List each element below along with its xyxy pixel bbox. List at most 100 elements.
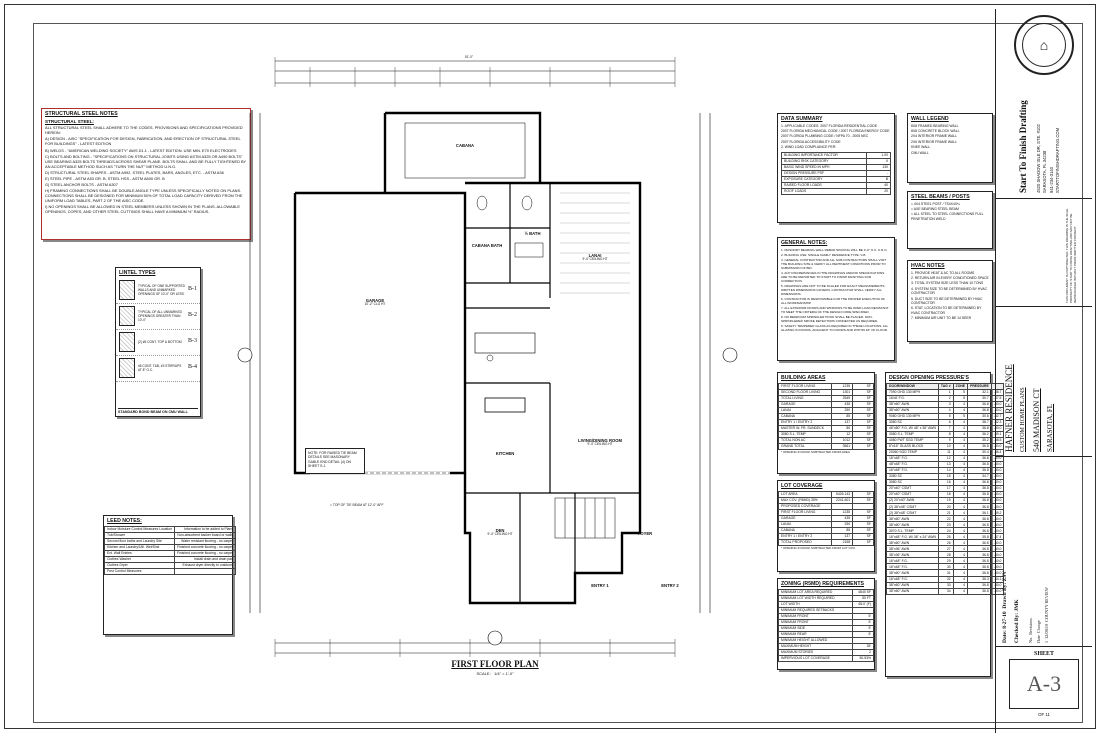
general-note-line: 4. ANY DISCREPANCIES IN THE DRAWINGS AND…: [781, 270, 885, 283]
design-pressure-cell: 38"x36" AWN: [886, 545, 939, 553]
design-pressure-cell: 4: [952, 557, 969, 565]
leed-row: Indoor Moisture Control Measures Locatio…: [103, 525, 237, 533]
data-summary-cell: BASIC WIND SPEED IN MPH: [780, 163, 868, 171]
structural-note-line: G) STEEL ANCHOR BOLTS - ASTM A307: [45, 182, 118, 188]
design-pressure-cell: 4: [952, 575, 969, 583]
zoning-cell: IMPERVIOUS LOT COVERAGE: [777, 654, 854, 662]
design-pressure-cell: 38"x60" AWN: [886, 581, 939, 589]
project-cell: HAFNER RESIDENCE CUSTOM HOME PLANS 540 M…: [996, 307, 1092, 457]
info-cell: Date: 8-27-10 Drawn By: ZSV Checked By: …: [996, 457, 1092, 647]
design-pressure-cell: -39.2: [990, 509, 1005, 517]
zoning-cell: 50 FT: [852, 594, 874, 602]
hvac-note-line: 7. MINIMUM AIR UNIT TO BE 14 SEER: [911, 316, 972, 321]
general-note-line: 9. SAFETY TEMPERED GLASS AS REQUIRED IN …: [781, 323, 889, 332]
design-pressure-cell: 35.8: [967, 533, 992, 541]
building-area-cell: GRAND TOTAL: [777, 442, 833, 450]
tie-beam-legend-note: = TOP OF TIE BEAM AT 12'-0" AFF: [330, 503, 384, 507]
design-pressure-cell: 36.8: [967, 587, 992, 595]
lintel-item: TYPICAL OF ALL UNMARKED OPENINGS GREATER…: [116, 304, 200, 330]
lot-coverage-cell: LANAI: [777, 520, 833, 528]
leed-cell: Pest Control Measures: [103, 567, 176, 575]
zoning-title: ZONING (R5MD) REQUIREMENTS: [781, 581, 864, 587]
leed-cell: Tub/Shower: [103, 531, 176, 539]
plan-title-block: FIRST FLOOR PLAN SCALE: 1/4" = 1'-0": [420, 659, 570, 676]
data-summary: DATA SUMMARY 1. APPLICABLE CODES: 2007 F…: [777, 113, 895, 223]
hvac-note-line: 5. DUCT SIZE TO BE DETERMINED BY HVAC CO…: [911, 296, 983, 306]
design-pressure-cell: 34: [937, 587, 954, 595]
design-pressure-cell: -40.0: [990, 569, 1005, 577]
leed-row: Pest Control Measures: [103, 567, 237, 575]
data-summary-cell: RAISED FLOOR LOADS: [780, 181, 868, 189]
data-summary-cell: 130: [866, 163, 891, 171]
leed-cell: Exhaust dryer directly to outdoors: [174, 561, 237, 569]
zoning-cell: 35': [852, 642, 874, 650]
room-den-label: DEN: [495, 528, 505, 533]
hvac-note-line: 1. PROVIDE HEAT & AC TO ALL ROOMS: [911, 270, 975, 275]
building-areas-title: BUILDING AREAS: [781, 375, 826, 381]
design-pressure-cell: 4: [952, 581, 969, 589]
design-pressure-cell: -40.0: [990, 521, 1005, 529]
hvac-note-line: 4. SYSTEM SIZE TO BE DETERMINED BY HVAC …: [911, 286, 988, 296]
design-pressure-cell: 36.8: [967, 515, 992, 523]
hvac-notes-title: HVAC NOTES: [911, 263, 945, 269]
design-pressure-cell: -44.1: [990, 575, 1005, 583]
design-pressure-cell: 36.8: [967, 545, 992, 553]
address-line: STARTTOFINISHDRAFTING.COM: [1054, 127, 1060, 193]
structural-note-line: C) BOLTS AND BOLTING - "SPECIFICATIONS O…: [45, 153, 247, 169]
data-summary-cell: 20: [866, 187, 891, 195]
title-block: ⌂ Start To Finish Drafting 4520 SHADOW I…: [995, 9, 1092, 733]
data-summary-title: DATA SUMMARY: [781, 116, 823, 122]
structural-note-line: E) STEEL PIPE - ASTM A53 Gr. B, STEEL HS…: [45, 175, 165, 181]
leed-cell: Non-absorbent backer board or walls: [174, 531, 237, 539]
room-half-bath: ½ BATH: [524, 231, 541, 236]
zoning-cell: 5': [852, 618, 874, 626]
leed-notes: LEED NOTES: Indoor Moisture Control Meas…: [103, 515, 237, 635]
data-summary-line: 2007 FLORIDA MECHANICAL CODE / 2007 FLOR…: [781, 128, 890, 133]
drawn-value: ZSV: [1002, 570, 1008, 582]
design-pressure-cell: -40.0: [990, 545, 1005, 553]
structural-steel-notes: STRUCTURAL STEEL NOTES STRUCTURAL STEEL:…: [41, 108, 251, 240]
zoning-cell: LOT WIDTH: [777, 600, 854, 608]
lintel-desc: (2) #5 CONT. TOP & BOTTOM: [138, 340, 182, 344]
building-area-cell: SF: [852, 442, 874, 450]
data-summary-cell: DESIGN PRESSURE PSF: [780, 169, 868, 177]
leed-cell: Second floor baths and Laundry Site: [103, 537, 176, 545]
design-pressure-cell: -40.0: [990, 581, 1005, 589]
data-summary-cell: 40: [866, 181, 891, 189]
date-value: 8-27-10: [1002, 611, 1008, 629]
floor-plan-drawing: [237, 57, 738, 657]
zoning-cell: 5': [852, 630, 874, 638]
zoning-cell: 5': [852, 624, 874, 632]
design-pressure-cell: 16"x48" F.G. W/ 36" x 24" AWN: [886, 533, 939, 541]
leed-table: Indoor Moisture Control Measures Locatio…: [103, 525, 237, 575]
design-pressure-cell: -40.0: [990, 515, 1005, 523]
lintel-section-icon: [119, 332, 135, 352]
data-summary-cell: II: [866, 157, 891, 165]
building-area-cell: 3561: [831, 442, 854, 450]
design-pressure-cell: 36.8: [967, 527, 992, 535]
data-summary-cell: BUILDING RISK CATEGORY: [780, 157, 868, 165]
lintel-tag: B-1: [188, 286, 197, 293]
company-cell: ⌂ Start To Finish Drafting 4520 SHADOW I…: [996, 9, 1092, 199]
design-pressure-cell: 36.1: [967, 509, 992, 517]
lintel-section-icon: [119, 358, 135, 378]
